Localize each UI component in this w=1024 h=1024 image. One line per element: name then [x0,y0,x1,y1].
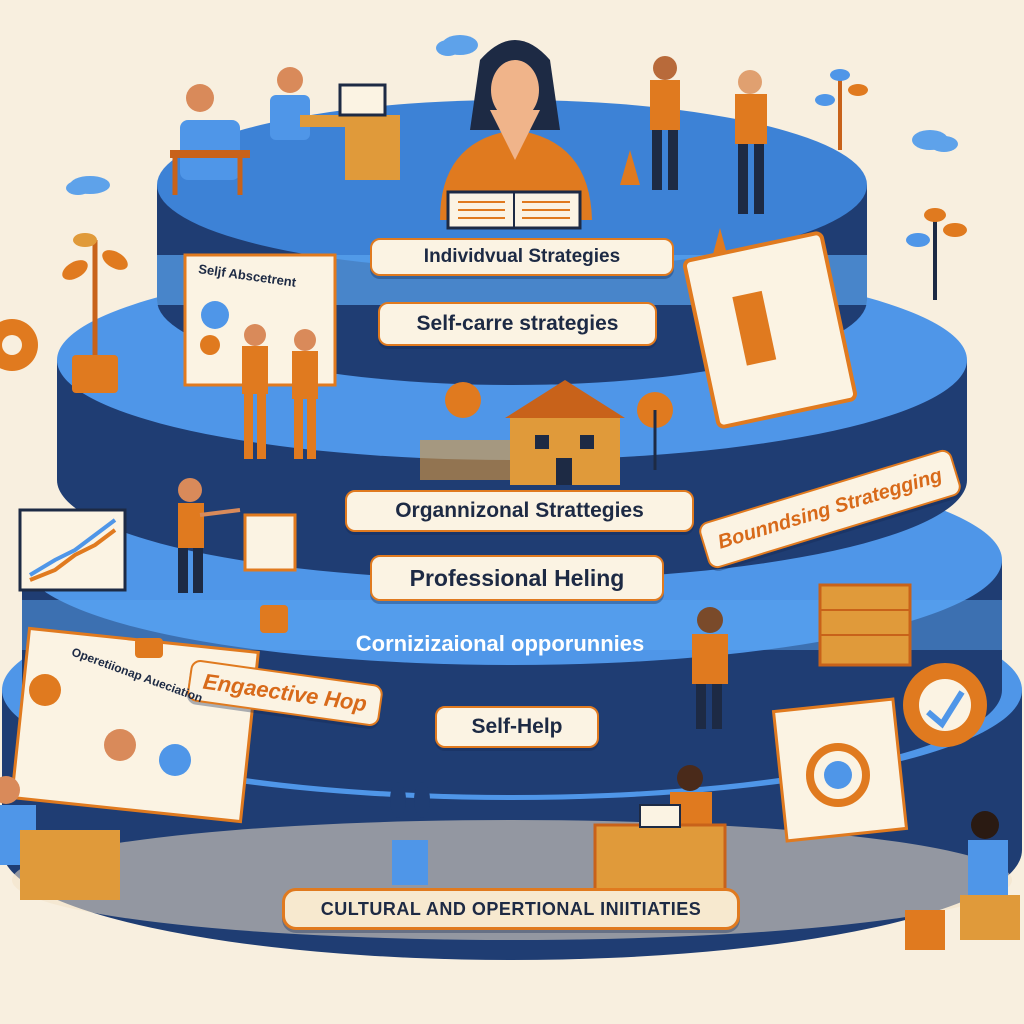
tier-label-organizational: Organnizonal Strattegies [345,490,694,532]
woman-walking-figure [692,607,728,729]
presentation-board [682,231,858,429]
cloud-icon [912,130,958,152]
tier-label-self-help: Self-Help [435,706,599,748]
woman-seated-figure [905,811,1020,950]
line-chart-board [18,508,127,592]
gear-icon [0,319,38,371]
person-seated-figure [170,84,250,195]
tree-icon [815,69,868,150]
two-people-figure [242,324,318,459]
cloud-icon [66,176,110,195]
desk-laptop-figure [270,67,400,180]
tier-label-self-care: Self-carre strategies [378,302,657,346]
tree-icon [906,208,967,300]
tree-icon [62,233,128,393]
tier-label-individual: Individvual Strategies [370,238,674,276]
crate-icon [818,583,912,667]
seated-person-desk [0,776,120,900]
house-building-icon [420,380,673,485]
tier-label-opportunities: Cornizizaional opporunnies [355,631,645,656]
base-banner-cultural: CULTURAL AND OPERTIONAL INIITIATIES [282,888,740,930]
people-standing-figure [650,56,767,214]
cloud-icon [436,35,478,56]
traffic-cone-icon [620,150,728,258]
presenter-figure [178,478,297,593]
operational-board [10,626,260,824]
plant-pot-icon [135,605,430,885]
woman-reading-figure [440,40,592,230]
target-chart-board [771,697,909,843]
gear-icon [903,663,987,747]
tier-label-professional: Professional Heling [370,555,664,601]
